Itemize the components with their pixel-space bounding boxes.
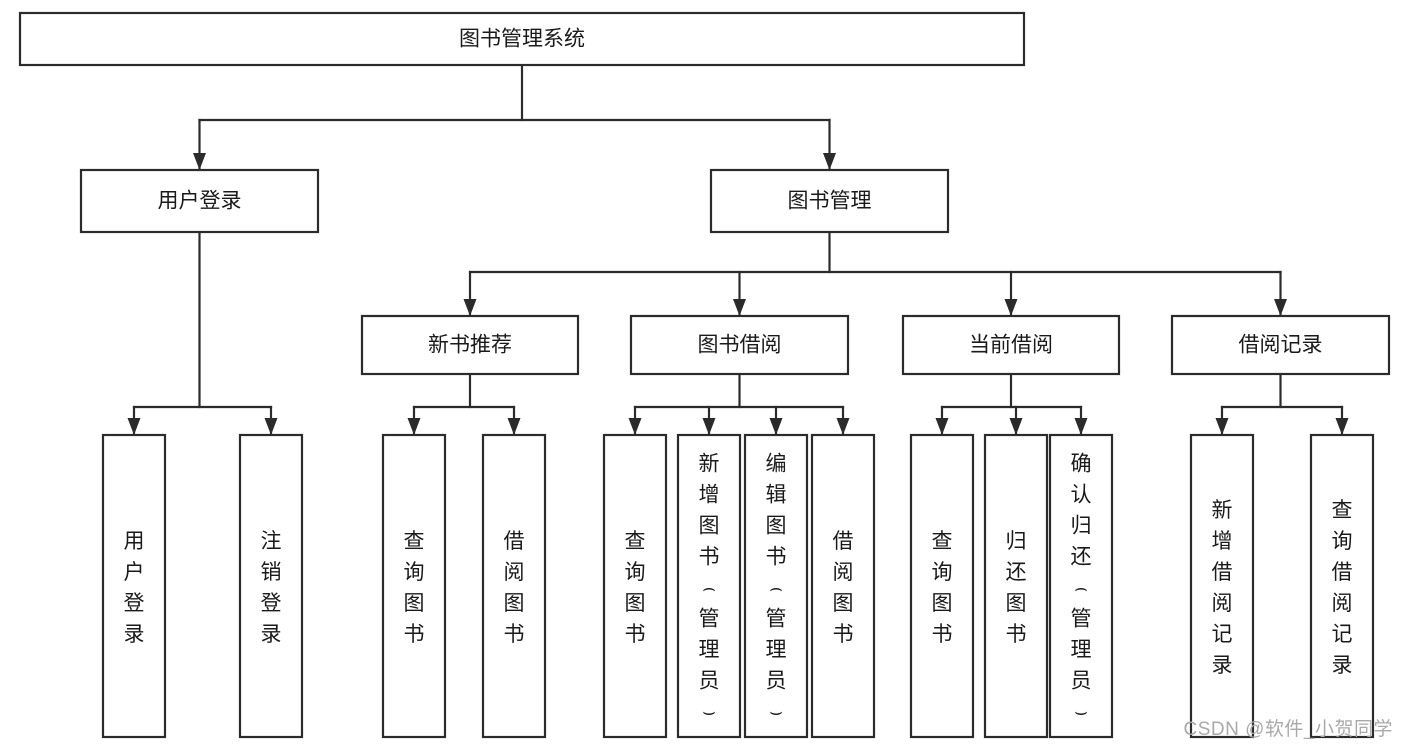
edge-arrowhead [193, 153, 206, 170]
node-label: 借阅记录 [1239, 334, 1323, 357]
edge-arrowhead [1004, 299, 1018, 316]
edge-arrowhead [1215, 418, 1229, 435]
node-box[interactable] [360, 314, 580, 376]
node-label: 查询图书 [625, 530, 646, 646]
node-box[interactable] [79, 168, 320, 234]
node-label: 查询图书 [404, 530, 425, 646]
edge-arrowhead [935, 418, 949, 435]
node-layer: 图书管理系统用户登录图书管理新书推荐图书借阅当前借阅借阅记录用户登录注销登录查询… [18, 11, 1391, 739]
node-l-add-book[interactable]: 新增图书⌢管理员⌣ [676, 433, 742, 739]
node-box[interactable] [810, 433, 876, 739]
node-box[interactable] [909, 433, 975, 739]
node-l-query-record[interactable]: 查询借阅记录 [1309, 433, 1375, 739]
node-label: 用户登录 [158, 190, 242, 213]
node-root[interactable]: 图书管理系统 [18, 11, 1026, 67]
node-label: 图书管理 [788, 190, 872, 213]
node-n-book-mgmt[interactable]: 图书管理 [709, 168, 950, 234]
node-n-borrow-record[interactable]: 借阅记录 [1170, 314, 1391, 376]
node-box[interactable] [901, 314, 1121, 376]
edge-arrowhead [823, 153, 836, 170]
node-l-query-book-c[interactable]: 查询图书 [909, 433, 975, 739]
edge-arrowhead [127, 418, 141, 435]
node-label: 借阅图书 [504, 530, 525, 646]
node-box[interactable] [629, 314, 850, 376]
node-l-user-login[interactable]: 用户登录 [101, 433, 167, 739]
edge-arrowhead [1074, 418, 1088, 435]
edge-arrowhead [836, 418, 850, 435]
node-box[interactable] [1309, 433, 1375, 739]
node-box[interactable] [101, 433, 167, 739]
node-n-book-borrow[interactable]: 图书借阅 [629, 314, 850, 376]
node-n-current-borrow[interactable]: 当前借阅 [901, 314, 1121, 376]
node-box[interactable] [381, 433, 447, 739]
node-label: 新增图书⌢管理员⌣ [699, 453, 720, 724]
node-l-confirm-return[interactable]: 确认归还⌢管理员⌣ [1048, 433, 1114, 739]
node-label: 归还图书 [1006, 530, 1027, 646]
node-l-query-book-b[interactable]: 查询图书 [602, 433, 668, 739]
node-l-query-book-a[interactable]: 查询图书 [381, 433, 447, 739]
edge-arrowhead [769, 418, 783, 435]
edge-arrowhead [1335, 418, 1349, 435]
node-n-user-login[interactable]: 用户登录 [79, 168, 320, 234]
node-label: 当前借阅 [969, 334, 1053, 357]
node-l-borrow-book-a[interactable]: 借阅图书 [481, 433, 547, 739]
edge-arrowhead [628, 418, 642, 435]
node-box[interactable] [18, 11, 1026, 67]
node-label: 新增借阅记录 [1212, 499, 1233, 677]
node-box[interactable] [602, 433, 668, 739]
node-label: 用户登录 [124, 530, 145, 646]
node-label: 确认归还⌢管理员⌣ [1071, 453, 1092, 724]
node-label: 新书推荐 [428, 334, 512, 357]
node-l-return-book[interactable]: 归还图书 [983, 433, 1049, 739]
edge-arrowhead [702, 418, 716, 435]
edge-arrowhead [1009, 418, 1023, 435]
edge-arrowhead [1274, 299, 1287, 316]
node-label: 图书借阅 [698, 334, 782, 357]
node-n-new-book-rec[interactable]: 新书推荐 [360, 314, 580, 376]
node-box[interactable] [709, 168, 950, 234]
node-box[interactable] [1189, 433, 1255, 739]
node-label: 编辑图书⌢管理员⌣ [766, 453, 787, 724]
connector-layer [127, 63, 1349, 437]
node-l-borrow-book-b[interactable]: 借阅图书 [810, 433, 876, 739]
node-label: 查询图书 [932, 530, 953, 646]
node-box[interactable] [1170, 314, 1391, 376]
node-box[interactable] [481, 433, 547, 739]
node-label: 注销登录 [261, 530, 282, 646]
node-label: 图书管理系统 [459, 28, 585, 51]
edge-arrowhead [463, 299, 477, 316]
edge-arrowhead [507, 418, 521, 435]
edge-arrowhead [264, 418, 278, 435]
node-box[interactable] [983, 433, 1049, 739]
node-box[interactable] [1048, 433, 1114, 739]
node-box[interactable] [743, 433, 809, 739]
node-l-edit-book[interactable]: 编辑图书⌢管理员⌣ [743, 433, 809, 739]
edge-arrowhead [407, 418, 421, 435]
node-l-add-record[interactable]: 新增借阅记录 [1189, 433, 1255, 739]
node-box[interactable] [238, 433, 304, 739]
node-l-logout[interactable]: 注销登录 [238, 433, 304, 739]
node-label: 查询借阅记录 [1332, 499, 1353, 677]
edge-arrowhead [733, 299, 746, 316]
node-label: 借阅图书 [833, 530, 854, 646]
node-box[interactable] [676, 433, 742, 739]
